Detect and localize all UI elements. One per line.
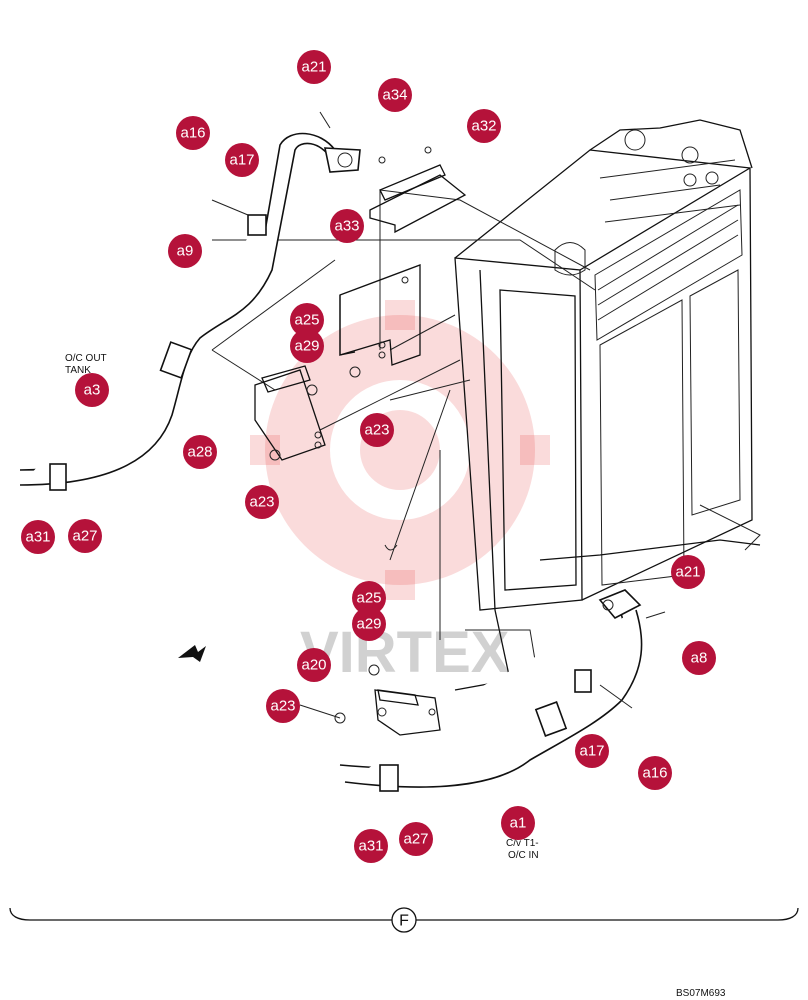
svg-text:a27: a27 xyxy=(72,528,97,545)
bracket-a20 xyxy=(299,664,441,736)
callout-a29: a29 xyxy=(290,329,324,363)
bracket-a28 xyxy=(254,365,326,461)
callout-a20: a20 xyxy=(297,648,331,682)
radiator-assembly xyxy=(384,119,761,701)
direction-arrow-icon xyxy=(178,645,206,662)
svg-text:a17: a17 xyxy=(229,152,254,169)
svg-text:a23: a23 xyxy=(364,422,389,439)
watermark-text: VIRTEX xyxy=(300,620,510,685)
callout-a17: a17 xyxy=(225,143,259,177)
callout-a8: a8 xyxy=(682,641,716,675)
svg-text:a16: a16 xyxy=(180,125,205,142)
svg-text:a34: a34 xyxy=(382,87,407,104)
svg-text:a31: a31 xyxy=(358,838,383,855)
callout-a23: a23 xyxy=(245,485,279,519)
svg-text:a16: a16 xyxy=(642,765,667,782)
svg-text:a31: a31 xyxy=(25,529,50,546)
callout-a25: a25 xyxy=(352,581,386,615)
callout-a31: a31 xyxy=(21,520,55,554)
oc-out-note-line1: O/C OUT xyxy=(65,353,107,364)
svg-text:a3: a3 xyxy=(84,382,101,399)
svg-text:a29: a29 xyxy=(294,338,319,355)
svg-text:a23: a23 xyxy=(270,698,295,715)
view-label: F xyxy=(399,913,409,930)
hose-a8 xyxy=(339,589,666,792)
svg-text:a25: a25 xyxy=(294,312,319,329)
callout-a28: a28 xyxy=(183,435,217,469)
callout-a17: a17 xyxy=(575,734,609,768)
svg-text:a17: a17 xyxy=(579,743,604,760)
cv-note-line1: C/v T1- xyxy=(506,838,539,849)
callout-a16: a16 xyxy=(176,116,210,150)
callout-a31: a31 xyxy=(354,829,388,863)
callout-a25: a25 xyxy=(290,303,324,337)
callout-a33: a33 xyxy=(330,209,364,243)
callout-a27: a27 xyxy=(399,822,433,856)
svg-text:a33: a33 xyxy=(334,218,359,235)
svg-text:a8: a8 xyxy=(691,650,708,667)
callout-a27: a27 xyxy=(68,519,102,553)
svg-text:a9: a9 xyxy=(177,243,194,260)
callout-a3: a3 xyxy=(75,373,109,407)
callout-a23: a23 xyxy=(360,413,394,447)
callout-a9: a9 xyxy=(168,234,202,268)
svg-text:a1: a1 xyxy=(510,815,527,832)
callout-a29: a29 xyxy=(352,607,386,641)
svg-text:a27: a27 xyxy=(403,831,428,848)
callout-a1: a1 xyxy=(501,806,535,840)
cv-note-line2: O/C IN xyxy=(508,850,539,861)
callout-a23: a23 xyxy=(266,689,300,723)
callout-a21: a21 xyxy=(671,555,705,589)
svg-text:a23: a23 xyxy=(249,494,274,511)
bracket-a33 xyxy=(339,264,421,378)
callout-a34: a34 xyxy=(378,78,412,112)
callout-a16: a16 xyxy=(638,756,672,790)
callout-a32: a32 xyxy=(467,109,501,143)
svg-text:a32: a32 xyxy=(471,118,496,135)
hose-a9 xyxy=(19,111,361,491)
bracket-a32 xyxy=(369,146,467,234)
svg-text:a21: a21 xyxy=(301,59,326,76)
svg-text:a28: a28 xyxy=(187,444,212,461)
callout-a21: a21 xyxy=(297,50,331,84)
drawing-code: BS07M693 xyxy=(676,988,726,999)
svg-text:a29: a29 xyxy=(356,616,381,633)
view-bracket xyxy=(9,907,799,933)
oc-out-note-line2: TANK xyxy=(65,365,91,376)
svg-text:a25: a25 xyxy=(356,590,381,607)
svg-text:a20: a20 xyxy=(301,657,326,674)
svg-text:a21: a21 xyxy=(675,564,700,581)
watermark-gear-logo xyxy=(250,300,550,600)
